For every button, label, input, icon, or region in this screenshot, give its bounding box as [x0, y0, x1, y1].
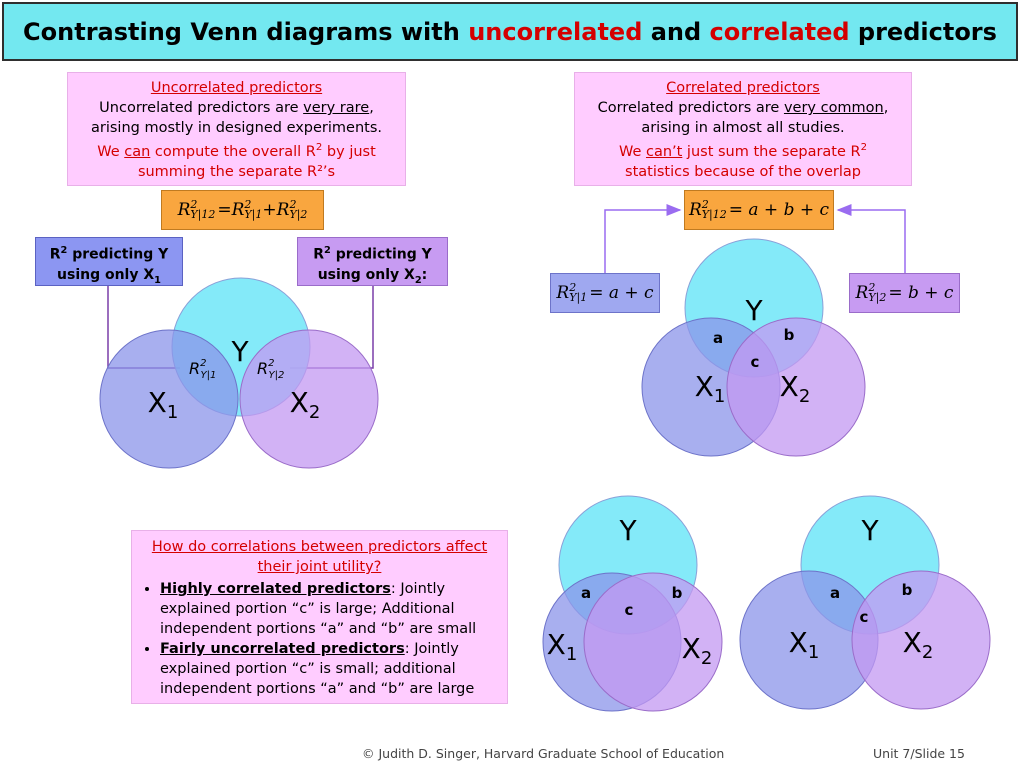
venn-highly-correlated: Y X1 X2 a b c [542, 495, 723, 712]
r2-x1-label: R2 predicting Y using only X1 [35, 237, 183, 286]
x2-label: X2 [903, 626, 934, 663]
y-label: Y [230, 335, 249, 368]
x2-label: X2 [290, 386, 321, 423]
region-b-label: b [902, 581, 913, 599]
uncorrelated-line-4: summing the separate R²’s [137, 163, 336, 180]
correlated-line-2: arising in almost all studies. [641, 120, 845, 136]
footer-slide-number: Unit 7/Slide 15 [873, 746, 965, 761]
region-b-label: b [672, 584, 683, 602]
uncorrelated-heading: Uncorrelated predictors [150, 80, 323, 96]
venn-correlated: Y X1 X2 a b c [641, 238, 866, 457]
venn-fairly-uncorrelated: Y X1 X2 a b c [739, 495, 991, 710]
uncorrelated-line-1: Uncorrelated predictors are very rare, [99, 100, 374, 116]
uncorrelated-description-box: Uncorrelated predictors Uncorrelated pre… [67, 72, 406, 186]
x1-circle [99, 329, 239, 469]
y-label: Y [618, 514, 637, 547]
x2-circle [583, 572, 723, 712]
slide-title: Contrasting Venn diagrams with uncorrela… [23, 17, 997, 46]
answer-list: Highly correlated predictors: Jointly ex… [142, 579, 497, 699]
question-heading: How do correlations between predictors a… [151, 539, 488, 575]
question-box: How do correlations between predictors a… [131, 530, 508, 704]
region-c-label: c [751, 353, 760, 371]
x1-label: X1 [789, 626, 820, 663]
arrow-y2-to-total [836, 204, 906, 273]
answer-highly-correlated: Highly correlated predictors: Jointly ex… [160, 579, 497, 639]
x1-label: X1 [547, 628, 578, 665]
x2-label: X2 [682, 632, 713, 669]
title-bar: Contrasting Venn diagrams with uncorrela… [2, 2, 1018, 61]
x2-circle [239, 329, 379, 469]
correlated-heading: Correlated predictors [666, 80, 820, 96]
correlated-line-4: statistics because of the overlap [625, 163, 861, 180]
x2-circle [851, 570, 991, 710]
correlated-line-1: Correlated predictors are very common, [597, 100, 889, 116]
region-a-label: a [581, 584, 591, 602]
arrow-y1-to-total [604, 204, 682, 273]
uncorrelated-line-3: We can compute the overall R2 by just [97, 142, 376, 160]
region-b-label: b [784, 326, 795, 344]
footer-copyright: © Judith D. Singer, Harvard Graduate Sch… [362, 746, 725, 761]
y-label: Y [860, 514, 879, 547]
region-a-label: a [713, 329, 723, 347]
region-a-label: a [830, 584, 840, 602]
r2-x2-label: R2 predicting Y using only X2: [297, 237, 448, 286]
uncorrelated-line-2: arising mostly in designed experiments. [90, 120, 383, 136]
answer-fairly-uncorrelated: Fairly uncorrelated predictors: Jointly … [160, 639, 497, 699]
correlated-line-3: We can’t just sum the separate R2 [618, 142, 868, 160]
correlated-description-box: Correlated predictors Correlated predict… [574, 72, 912, 186]
x1-label: X1 [148, 386, 179, 423]
x2-label: X2 [780, 370, 811, 407]
region-c-label: c [625, 601, 634, 619]
y-label: Y [744, 294, 763, 327]
region-c-label: c [860, 608, 869, 626]
x2-circle [726, 317, 866, 457]
x1-label: X1 [695, 370, 726, 407]
